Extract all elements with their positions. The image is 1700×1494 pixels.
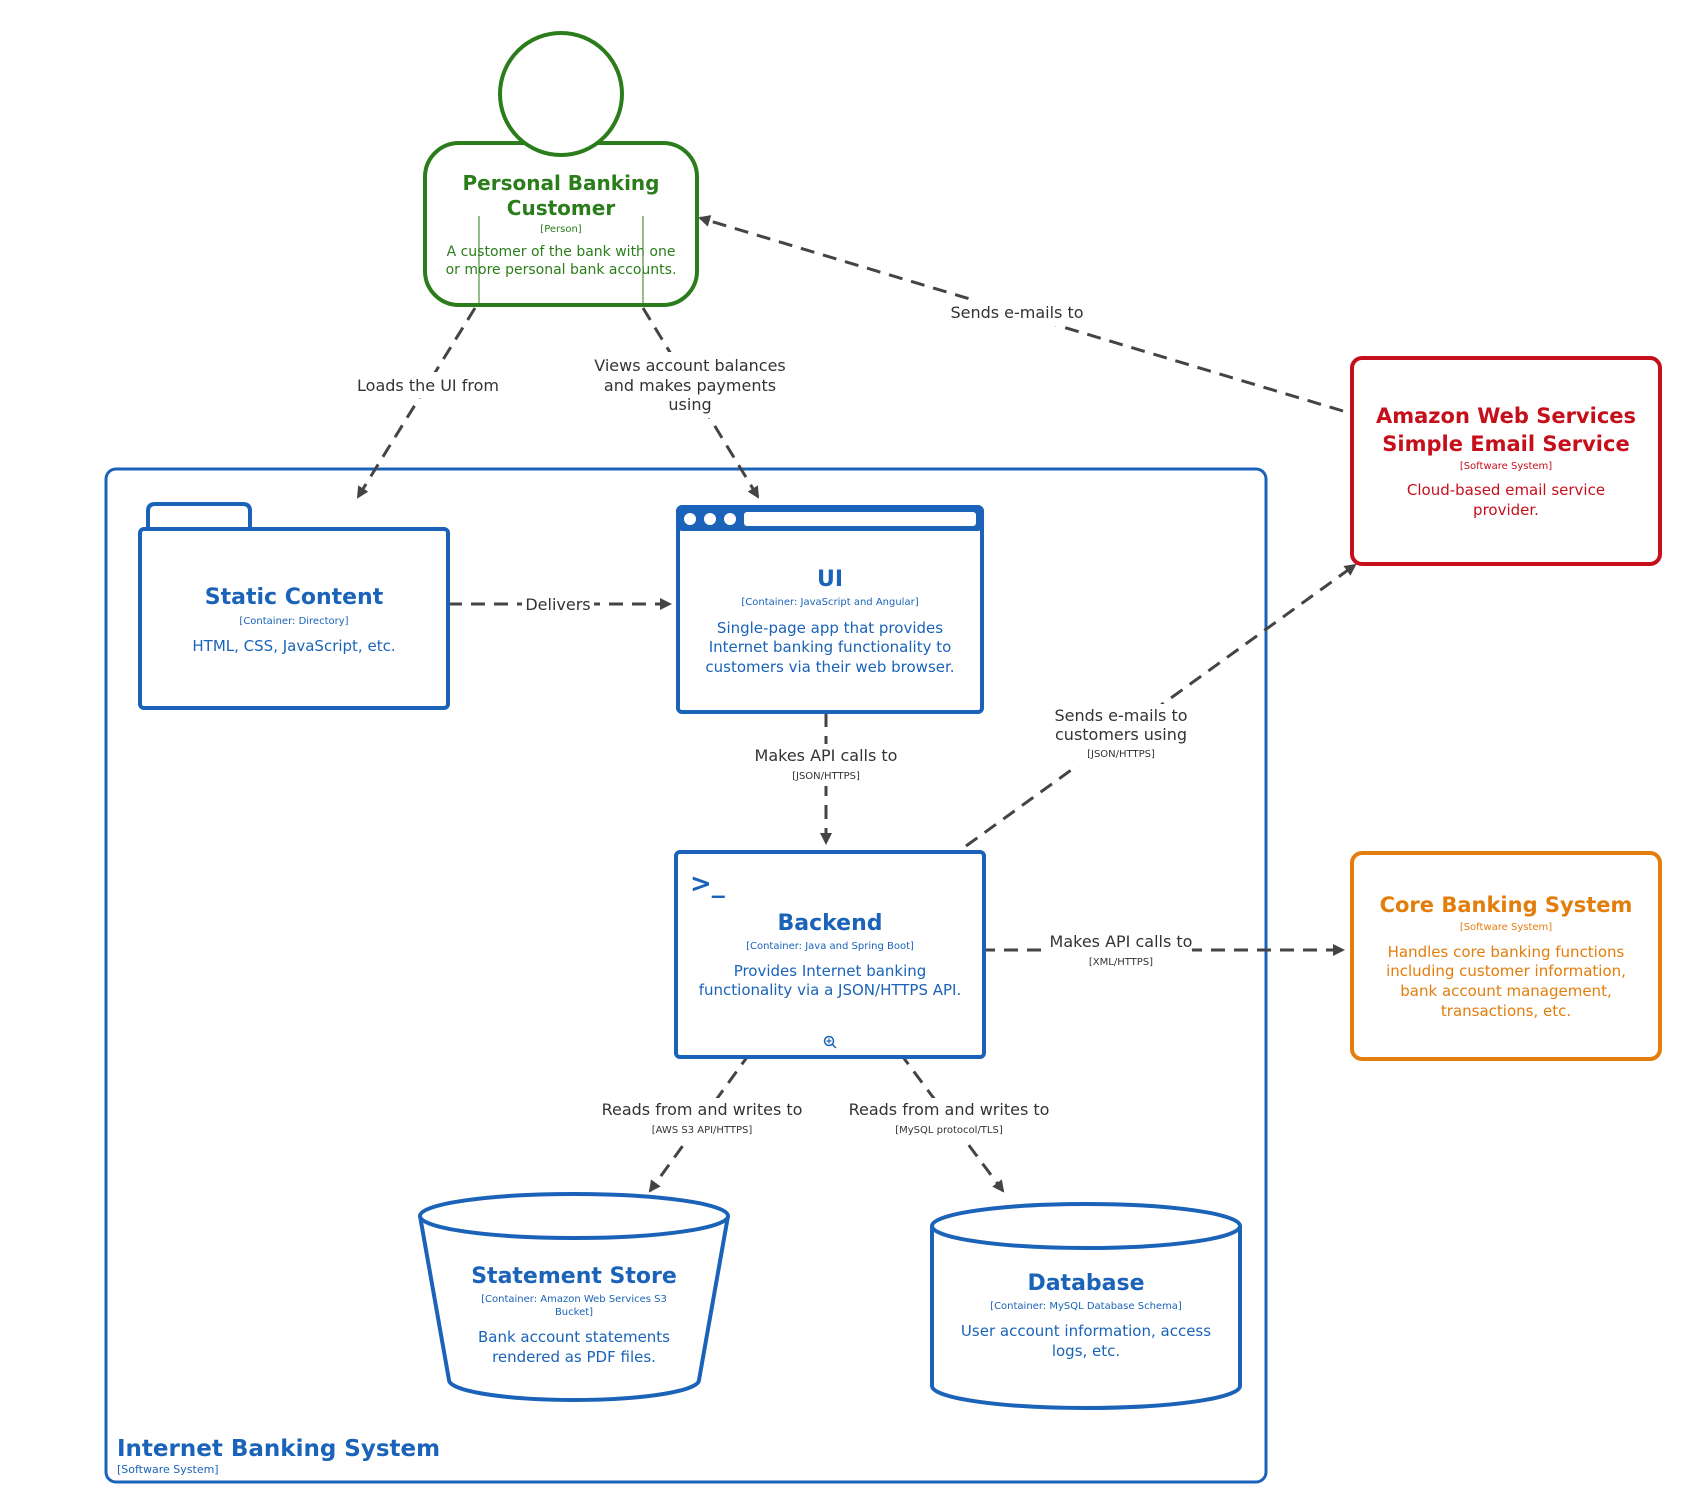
backend-desc-line2: functionality via a JSON/HTTPS API. xyxy=(699,981,962,999)
window-dot-icon xyxy=(724,513,736,525)
database-tech: [Container: MySQL Database Schema] xyxy=(990,1301,1182,1312)
aws-ses-desc-line1: Cloud-based email service xyxy=(1407,481,1605,499)
core-banking-desc-line3: bank account management, xyxy=(1400,982,1611,1000)
database-desc-line2: logs, etc. xyxy=(1052,1342,1120,1360)
label-reads-db: Reads from and writes to xyxy=(849,1100,1050,1119)
label-reads-s3: Reads from and writes to xyxy=(602,1100,803,1119)
static-content-title: Static Content xyxy=(205,585,384,610)
core-banking-title: Core Banking System xyxy=(1380,893,1633,917)
arrow-loads-ui xyxy=(356,307,477,499)
boundary-title: Internet Banking System xyxy=(117,1436,440,1462)
aws-ses-desc-line2: provider. xyxy=(1473,501,1539,519)
person-desc-line2: or more personal bank accounts. xyxy=(446,262,677,278)
person-desc-line1: A customer of the bank with one xyxy=(447,244,676,260)
label-views-line1: Views account balances xyxy=(594,356,786,375)
ui-desc-line2: Internet banking functionality to xyxy=(709,638,952,656)
label-views-line3: using xyxy=(668,395,711,414)
backend-desc-line1: Provides Internet banking xyxy=(734,962,927,980)
ui-tech: [Container: JavaScript and Angular] xyxy=(741,597,918,608)
core-banking-desc-line2: including customer information, xyxy=(1386,962,1626,980)
system-core-banking[interactable]: Core Banking System [Software System] Ha… xyxy=(1350,851,1662,1061)
container-static-content[interactable]: Static Content [Container: Directory] HT… xyxy=(138,502,450,710)
relationship-labels: Loads the UI from Views account balances… xyxy=(352,300,1194,1142)
arrow-backend-to-db xyxy=(898,1052,1005,1193)
label-sends-using-tech: [JSON/HTTPS] xyxy=(1087,749,1155,760)
person-head-icon xyxy=(498,31,624,157)
container-backend[interactable]: >_ Backend [Container: Java and Spring B… xyxy=(674,850,986,1059)
statement-store-tech-line2: Bucket] xyxy=(555,1307,593,1318)
statement-store-desc-line2: rendered as PDF files. xyxy=(492,1348,656,1366)
label-reads-db-tech: [MySQL protocol/TLS] xyxy=(895,1125,1003,1136)
core-banking-tech: [Software System] xyxy=(1460,922,1552,933)
internet-banking-system-boundary: Internet Banking System [Software System… xyxy=(104,467,1268,1484)
window-dot-icon xyxy=(684,513,696,525)
system-aws-ses[interactable]: Amazon Web Services Simple Email Service… xyxy=(1350,356,1662,566)
core-banking-desc-line4: transactions, etc. xyxy=(1441,1002,1571,1020)
terminal-prompt-icon: >_ xyxy=(690,869,725,899)
ui-desc-line1: Single-page app that provides xyxy=(717,619,943,637)
aws-ses-title-line1: Amazon Web Services xyxy=(1376,404,1636,428)
static-content-desc: HTML, CSS, JavaScript, etc. xyxy=(192,637,395,655)
person-title-line2: Customer xyxy=(507,196,616,220)
arrow-backend-to-s3 xyxy=(648,1052,752,1193)
person-customer[interactable]: Personal Banking Customer [Person] A cus… xyxy=(423,31,699,307)
statement-store-tech-line1: [Container: Amazon Web Services S3 xyxy=(481,1294,667,1305)
container-ui[interactable]: UI [Container: JavaScript and Angular] S… xyxy=(676,505,984,714)
zoom-icon[interactable] xyxy=(823,1035,837,1049)
person-title-line1: Personal Banking xyxy=(463,171,660,195)
label-sends-using-line2: customers using xyxy=(1055,725,1187,744)
label-sends-emails: Sends e-mails to xyxy=(950,303,1083,322)
container-statement-store[interactable]: Statement Store [Container: Amazon Web S… xyxy=(418,1192,730,1402)
core-banking-desc-line1: Handles core banking functions xyxy=(1388,943,1625,961)
label-loads-ui: Loads the UI from xyxy=(357,376,499,395)
backend-title: Backend xyxy=(777,911,882,936)
static-content-tech: [Container: Directory] xyxy=(239,616,348,627)
aws-ses-tech: [Software System] xyxy=(1460,461,1552,472)
window-dot-icon xyxy=(704,513,716,525)
label-reads-s3-tech: [AWS S3 API/HTTPS] xyxy=(652,1125,753,1136)
ui-desc-line3: customers via their web browser. xyxy=(705,658,954,676)
database-title: Database xyxy=(1027,1271,1144,1296)
label-api-calls: Makes API calls to xyxy=(755,746,898,765)
ui-title: UI xyxy=(817,567,843,592)
backend-tech: [Container: Java and Spring Boot] xyxy=(746,941,914,952)
label-core-api-tech: [XML/HTTPS] xyxy=(1089,957,1153,968)
label-api-calls-tech: [JSON/HTTPS] xyxy=(792,771,860,782)
aws-ses-title-line2: Simple Email Service xyxy=(1382,432,1629,456)
boundary-tech: [Software System] xyxy=(117,1463,219,1476)
database-desc-line1: User account information, access xyxy=(961,1322,1211,1340)
statement-store-desc-line1: Bank account statements xyxy=(478,1328,670,1346)
statement-store-title: Statement Store xyxy=(471,1264,677,1289)
person-tech: [Person] xyxy=(540,224,582,235)
label-views-line2: and makes payments xyxy=(604,376,776,395)
container-database[interactable]: Database [Container: MySQL Database Sche… xyxy=(930,1202,1242,1410)
label-sends-using-line1: Sends e-mails to xyxy=(1054,706,1187,725)
label-core-api-calls: Makes API calls to xyxy=(1050,932,1193,951)
arrow-views-accounts xyxy=(641,307,760,499)
label-delivers: Delivers xyxy=(525,595,590,614)
